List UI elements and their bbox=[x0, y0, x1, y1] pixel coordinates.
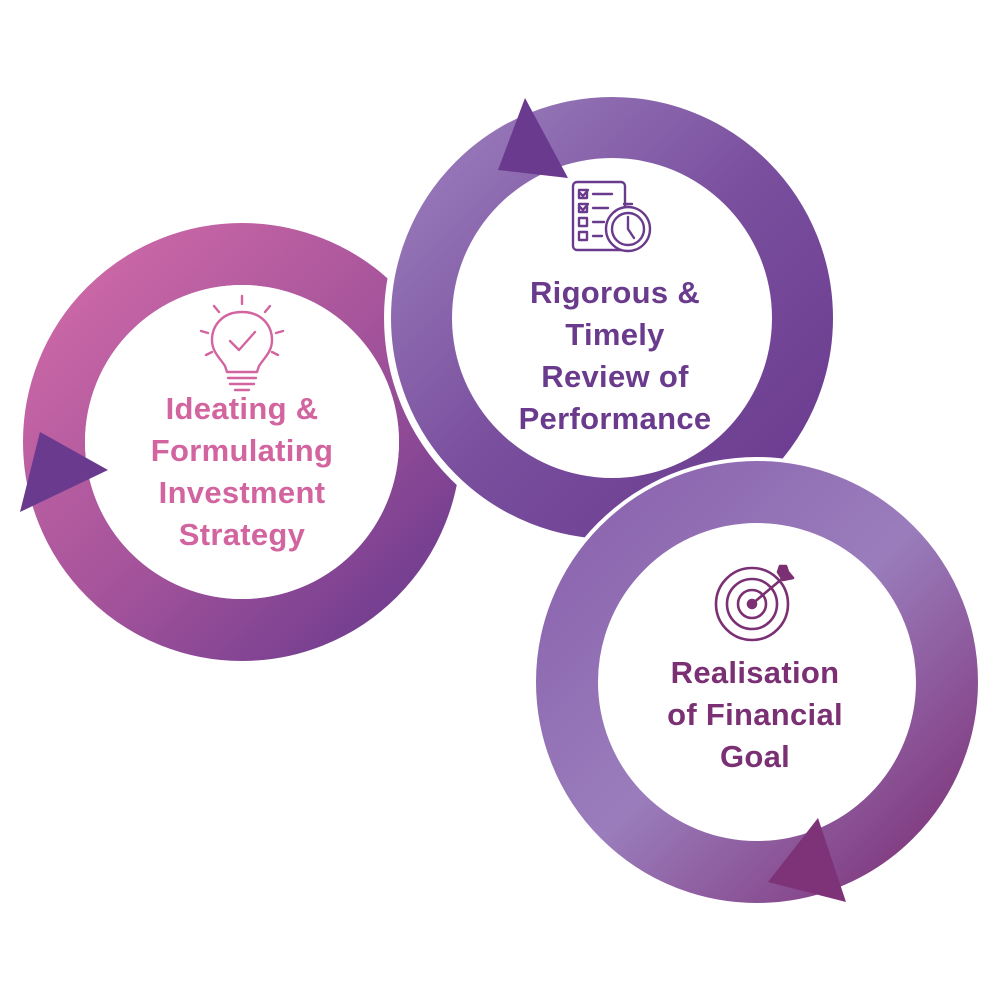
step-goal-label: Realisation of Financial Goal bbox=[600, 652, 910, 778]
step-goal-line: of Financial bbox=[667, 697, 843, 732]
step-review-line: Timely bbox=[565, 317, 665, 352]
arrowhead-goal bbox=[768, 818, 846, 902]
step-review-label: Rigorous & Timely Review of Performance bbox=[470, 272, 760, 440]
ring-goal-band bbox=[536, 461, 978, 903]
step-ideating-line: Formulating bbox=[150, 433, 334, 468]
step-goal-line: Goal bbox=[719, 739, 791, 774]
step-review-line: Performance bbox=[518, 401, 712, 436]
target-arrow-icon bbox=[714, 564, 795, 642]
arrowhead-review bbox=[498, 98, 568, 178]
step-ideating-line: Strategy bbox=[178, 517, 306, 552]
arrowhead-ideating bbox=[20, 432, 108, 512]
step-review-line: Review of bbox=[541, 359, 689, 394]
ring-review bbox=[384, 90, 840, 546]
step-goal-line: Realisation bbox=[670, 655, 840, 690]
step-ideating-line: Ideating & bbox=[165, 391, 319, 426]
ring-goal bbox=[532, 457, 982, 907]
lightbulb-check-icon bbox=[199, 294, 285, 392]
checklist-clock-icon bbox=[571, 180, 652, 253]
step-ideating-label: Ideating & Formulating Investment Strate… bbox=[92, 388, 392, 556]
ring-review-band bbox=[391, 97, 833, 539]
step-review-line: Rigorous & bbox=[529, 275, 701, 310]
step-ideating-line: Investment bbox=[158, 475, 326, 510]
